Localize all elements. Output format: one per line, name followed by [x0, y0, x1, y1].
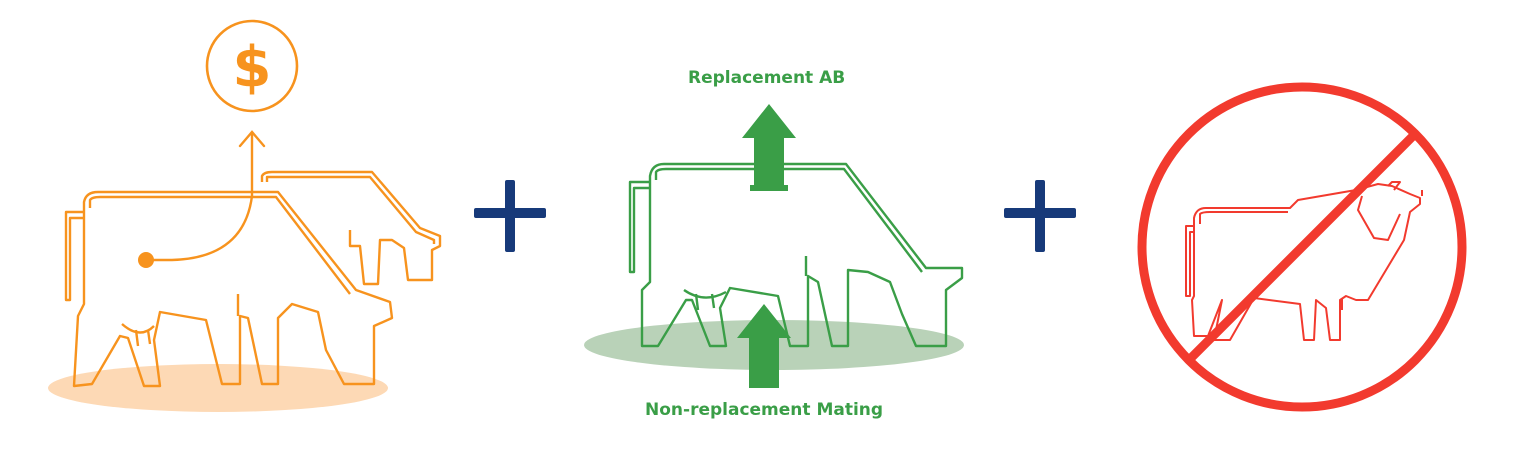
dollar-sign: $: [233, 35, 272, 100]
arrow-up-icon: [742, 104, 796, 191]
ground-shadow: [48, 364, 388, 412]
panel-revenue-cows: $: [0, 0, 460, 462]
prohibited-icon: [1137, 82, 1467, 412]
replacement-ab-label: Replacement AB: [688, 68, 846, 88]
cow-back-icon: [260, 170, 442, 286]
arrow-up-icon: [737, 304, 791, 388]
cow-icon: [628, 162, 964, 348]
plus-icon: [1004, 180, 1076, 252]
cow-icon: [1185, 181, 1423, 341]
genetics-cow-illustration: [584, 104, 964, 388]
revenue-cows-illustration: $: [48, 19, 442, 412]
no-cow-illustration: [1137, 82, 1467, 412]
panel-no-cow: [1130, 0, 1480, 462]
dollar-coin-icon: [205, 19, 299, 113]
cow-front-icon: [64, 190, 394, 388]
non-replacement-mating-label: Non-replacement Mating: [645, 400, 884, 420]
plus-icon: [474, 180, 546, 252]
arrow-up-icon: [144, 130, 266, 262]
arrow-origin-dot: [138, 252, 154, 268]
panel-genetics-cow: Replacement AB Non-replacement Mating: [580, 0, 980, 462]
